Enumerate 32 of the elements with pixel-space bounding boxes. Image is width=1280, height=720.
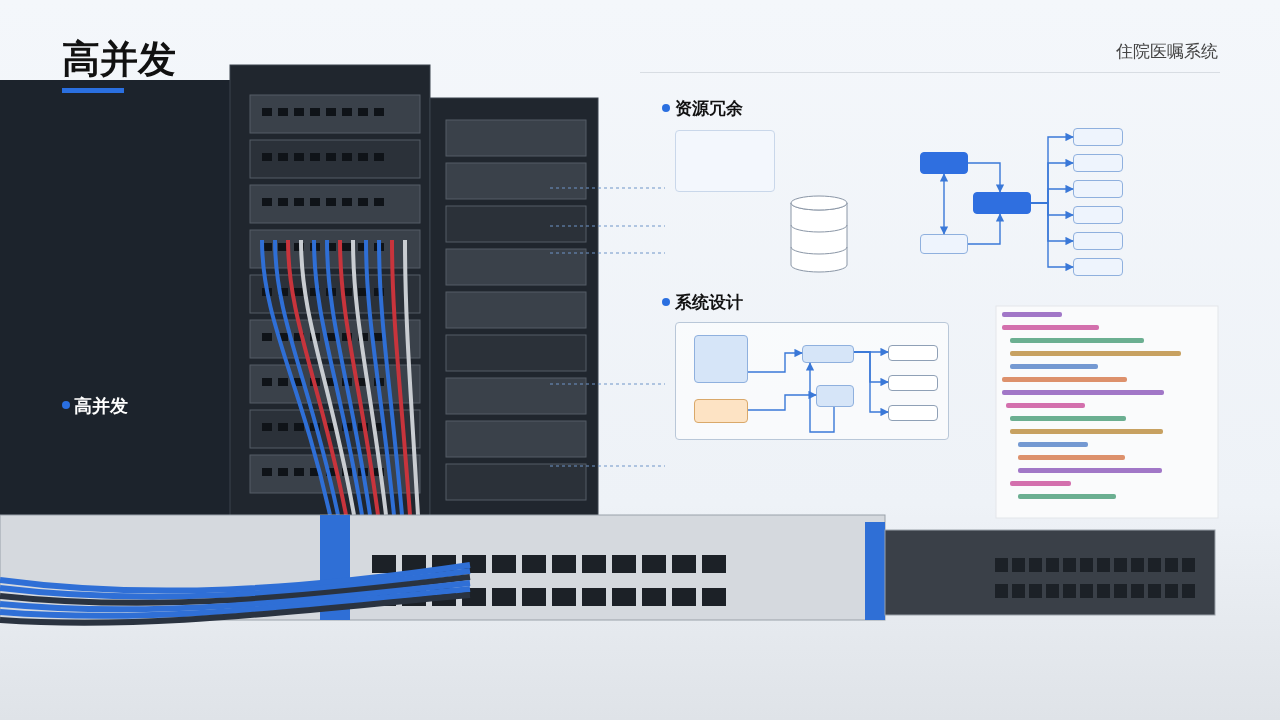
section-heading: 资源冗余 — [675, 97, 743, 120]
process-box — [802, 345, 854, 363]
process-box — [920, 152, 968, 174]
arrow — [967, 213, 1005, 245]
process-box — [973, 192, 1031, 214]
process-box — [1073, 128, 1123, 146]
process-box — [1073, 180, 1123, 198]
arrow — [747, 348, 803, 373]
section-heading: 系统设计 — [675, 291, 743, 314]
process-box — [1073, 154, 1123, 172]
process-box — [888, 345, 938, 361]
arrow — [939, 173, 949, 235]
arrow — [853, 351, 889, 417]
diagram-frame — [675, 322, 949, 440]
process-box — [1073, 232, 1123, 250]
process-box — [1073, 258, 1123, 276]
device-panel-box — [675, 130, 775, 192]
process-box — [920, 234, 968, 254]
process-box — [1073, 206, 1123, 224]
slide-title: 高并发 — [62, 36, 176, 83]
arrow — [747, 390, 817, 411]
header-label: 住院医嘱系统 — [1116, 40, 1218, 63]
arrow — [805, 362, 835, 433]
section-heading: 高并发 — [74, 394, 128, 418]
process-box — [694, 399, 748, 423]
process-box — [816, 385, 854, 407]
database-cylinder — [790, 195, 848, 273]
process-box — [888, 405, 938, 421]
arrow — [967, 162, 1005, 193]
process-box — [694, 335, 748, 383]
process-box — [888, 375, 938, 391]
arrow — [1030, 202, 1074, 272]
